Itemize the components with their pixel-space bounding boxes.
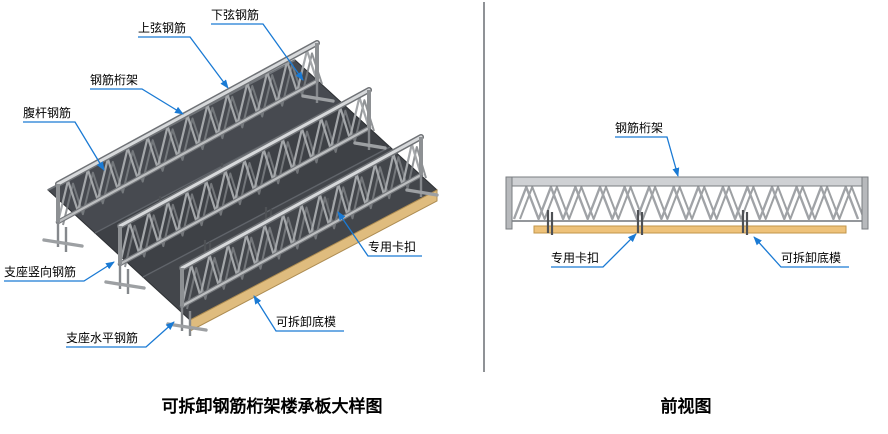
steel-bar-truss [104, 87, 387, 294]
label-support-vertical-rebar: 支座竖向钢筋 [4, 265, 77, 279]
front-clip-marks [546, 210, 749, 235]
leader-web-bar [23, 121, 105, 171]
steel-bar-truss [166, 134, 439, 336]
trusses [42, 40, 439, 336]
label-front-special-clip: 专用卡扣 [551, 251, 600, 265]
leader-front-clip [551, 233, 637, 268]
upper-chord-rebar [180, 135, 423, 270]
leader-support-vertical [4, 261, 115, 282]
label-support-horizontal-rebar: 支座水平钢筋 [66, 331, 139, 345]
lower-chord-rebar [56, 79, 319, 224]
label-upper-chord-rebar: 上弦钢筋 [138, 21, 187, 35]
leader-formwork [253, 295, 344, 332]
front-end-post [861, 176, 869, 230]
support-horizontal-rebar [301, 94, 335, 103]
leader-upper-chord [138, 36, 229, 89]
front-upper-chord-bar [505, 176, 869, 187]
support-horizontal-rebar [104, 280, 146, 290]
front-end-post [505, 176, 513, 230]
lower-chord-rebar [118, 126, 371, 266]
label-lower-chord-rebar: 下弦钢筋 [211, 8, 260, 22]
label-front-detachable-formwork: 可拆卸底模 [781, 251, 842, 265]
leader-front-truss [615, 136, 680, 177]
steel-bar-truss [42, 40, 335, 252]
support-horizontal-rebar [42, 238, 84, 248]
support-horizontal-rebar [405, 188, 439, 197]
leader-clip [337, 211, 422, 257]
lower-chord-rebar [180, 173, 423, 308]
front-web-bar [512, 185, 860, 221]
leader-support-horizontal [66, 321, 175, 348]
label-detachable-formwork: 可拆卸底模 [276, 315, 337, 329]
front-view [505, 176, 869, 235]
leader-lines [4, 23, 849, 348]
front-bottom-formwork [533, 225, 847, 234]
front-web-back [519, 186, 865, 220]
support-horizontal-rebar [353, 141, 387, 150]
label-web-bar-rebar: 腹杆钢筋 [23, 106, 72, 120]
isometric-view [42, 40, 439, 336]
upper-chord-rebar [118, 88, 371, 228]
left-view-caption: 可拆卸钢筋桁架楼承板大样图 [161, 397, 383, 417]
leader-front-formwork [753, 236, 849, 268]
upper-chord-rebar [56, 41, 319, 186]
label-special-clip: 专用卡扣 [368, 240, 417, 254]
label-front-steel-truss: 钢筋桁架 [615, 121, 664, 135]
label-steel-truss: 钢筋桁架 [90, 73, 139, 87]
leader-truss [90, 88, 184, 115]
right-view-caption: 前视图 [660, 397, 712, 417]
leader-lower-chord [211, 23, 304, 81]
